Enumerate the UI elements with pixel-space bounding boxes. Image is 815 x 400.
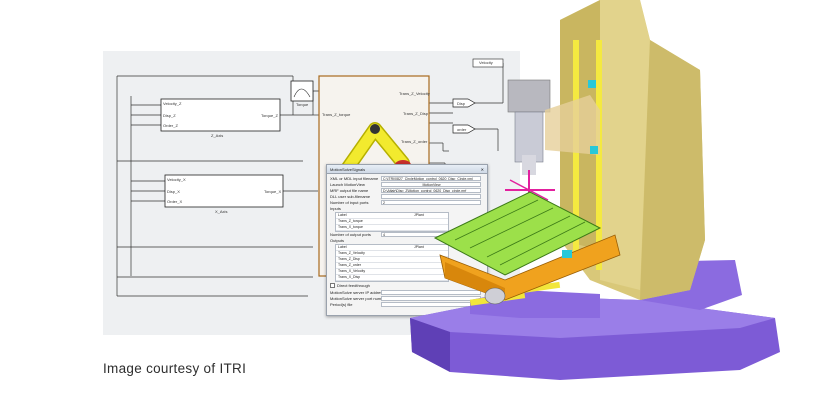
server-ip-label: MotionSolve server IP address [330,290,385,295]
signal-trans-z-disp: Trans_Z_Disp [403,111,428,116]
direct-feedthrough-checkbox[interactable] [330,283,335,288]
signal-trans-z-torque: Trans_Z_torque [322,112,351,117]
cyan-block [590,146,598,154]
inputs-header: Inputs [330,206,341,211]
table-row[interactable]: Trans_Z_order [336,263,448,269]
dll-subfile-label: DLL user sub-filename [330,194,371,199]
signal-order-x: Order_X [167,199,183,204]
close-icon[interactable]: ✕ [480,166,484,172]
table-row[interactable]: Trans_Z_torque [336,219,448,225]
inputs-table: Label JPlant Trans_Z_torque Trans_X_torqu… [335,212,449,232]
block-x-axis[interactable]: X_Axis [215,209,228,214]
server-port-label: MotionSolve server port number [330,296,387,301]
inputs-col-header: Label JPlant [336,213,448,219]
output-disp[interactable]: Disp [457,101,466,106]
motor-icon [484,287,506,305]
signal-velocity-z: Velocity_Z [163,101,182,106]
signal-order-z: Order_Z [163,123,178,128]
table-row[interactable]: Trans_X_Velocity [336,269,448,275]
table-row[interactable]: Trans_Z_Disp [336,257,448,263]
outputs-col-header: Label JPlant [336,245,448,251]
dll-subfile-field[interactable] [381,194,481,199]
outputs-table: Label JPlant Trans_Z_Velocity Trans_Z_Dis… [335,244,449,282]
outputs-col-label: Label [338,245,347,249]
signal-velocity-x: Velocity_X [167,177,186,182]
mrf-output-label: MRF output file name [330,188,369,193]
input-ports-field[interactable]: 2 [381,200,481,205]
inputs-col-label: Label [338,213,347,217]
input-ports-label: Number of input ports [330,200,369,205]
outputs-header: Outputs [330,238,345,243]
signal-torque-x: Torque_X [264,189,282,194]
direct-feedthrough-label: Direct feedthrough [337,283,370,288]
launch-motionview-button[interactable]: MotionView [381,182,481,187]
server-ip-field[interactable] [381,290,481,295]
output-ports-label: Number of output ports [330,232,371,237]
cyan-block [562,250,572,258]
spindle-head [505,79,600,201]
outputs-col-jplant: JPlant [414,245,424,249]
output-order[interactable]: order [457,127,467,132]
signal-disp-x: Disp_X [167,189,180,194]
table-row[interactable]: Trans_X_torque [336,225,448,231]
mrf-output-field[interactable]: D:\Altair\Disp_Z\Motion_control_0620_Dis… [381,188,481,193]
column-rail-right [596,40,602,270]
worktable [433,191,602,276]
table-row[interactable]: Trans_X_Disp [336,275,448,281]
signal-trans-z-order: Trans_Z_order [401,139,428,144]
launch-motionview-label: Launch MotionView [330,182,365,187]
signal-torque-z: Torque_Z [261,113,278,118]
xml-input-field[interactable]: C:\ITRI\0827_CircleMotion_control_0620_D… [381,176,481,181]
dialog-titlebar: MotionSolveSignals ✕ [327,165,487,174]
signal-velocity: Velocity [479,60,493,65]
dialog-title: MotionSolveSignals [330,166,366,172]
signal-torque: Torque [296,102,309,107]
period-file-label: Period(s) file [330,302,353,307]
column-rail-left [573,40,579,270]
cyan-block [588,80,596,88]
direct-feedthrough-row[interactable]: Direct feedthrough [330,283,370,288]
signal-disp-z: Disp_Z [163,113,176,118]
xml-input-label: XML or MDL input filename [330,176,379,181]
block-z-axis[interactable]: Z_Axis [211,133,224,138]
inputs-col-jplant: JPlant [414,213,424,217]
table-row[interactable]: Trans_Z_Velocity [336,251,448,257]
signal-trans-z-velocity: Trans_Z_Velocity [399,91,430,96]
image-caption: Image courtesy of ITRI [103,361,247,376]
